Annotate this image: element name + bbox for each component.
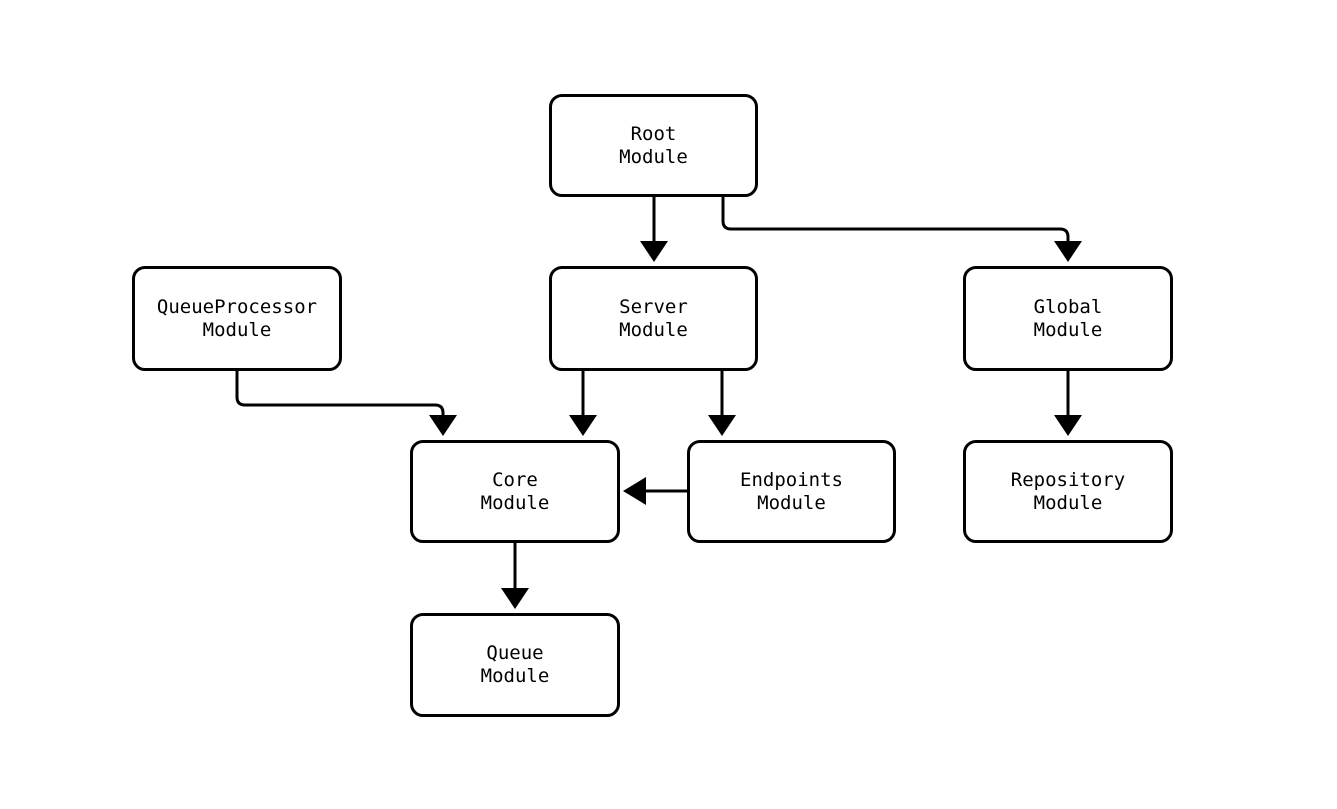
node-server-module-label: Server Module [619, 295, 688, 341]
node-root-module-label: Root Module [619, 122, 688, 168]
edge-server-to-core [569, 371, 597, 436]
node-queueprocessor-module[interactable]: QueueProcessor Module [132, 266, 342, 371]
node-queue-module[interactable]: Queue Module [410, 613, 620, 717]
edge-queueprocessor-to-core [235, 371, 457, 436]
edge-endpoints-to-core [623, 477, 687, 505]
node-endpoints-module-label: Endpoints Module [740, 468, 843, 514]
node-queue-module-label: Queue Module [480, 642, 550, 687]
node-repository-module[interactable]: Repository Module [963, 440, 1173, 543]
node-core-module[interactable]: Core Module [410, 440, 620, 543]
node-core-module-label: Core Module [480, 468, 550, 514]
edge-root-to-global [721, 197, 1082, 262]
edge-server-to-endpoints [708, 371, 736, 436]
edge-root-to-server [640, 197, 668, 262]
node-server-module[interactable]: Server Module [549, 266, 758, 371]
edge-global-to-repository [1054, 371, 1082, 436]
node-repository-module-label: Repository Module [1010, 468, 1126, 514]
edge-core-to-queue [501, 543, 529, 609]
node-global-module-label: Global Module [1033, 295, 1103, 341]
node-endpoints-module[interactable]: Endpoints Module [687, 440, 896, 543]
node-global-module[interactable]: Global Module [963, 266, 1173, 371]
node-root-module[interactable]: Root Module [549, 94, 758, 197]
node-queueprocessor-module-label: QueueProcessor Module [156, 295, 318, 341]
